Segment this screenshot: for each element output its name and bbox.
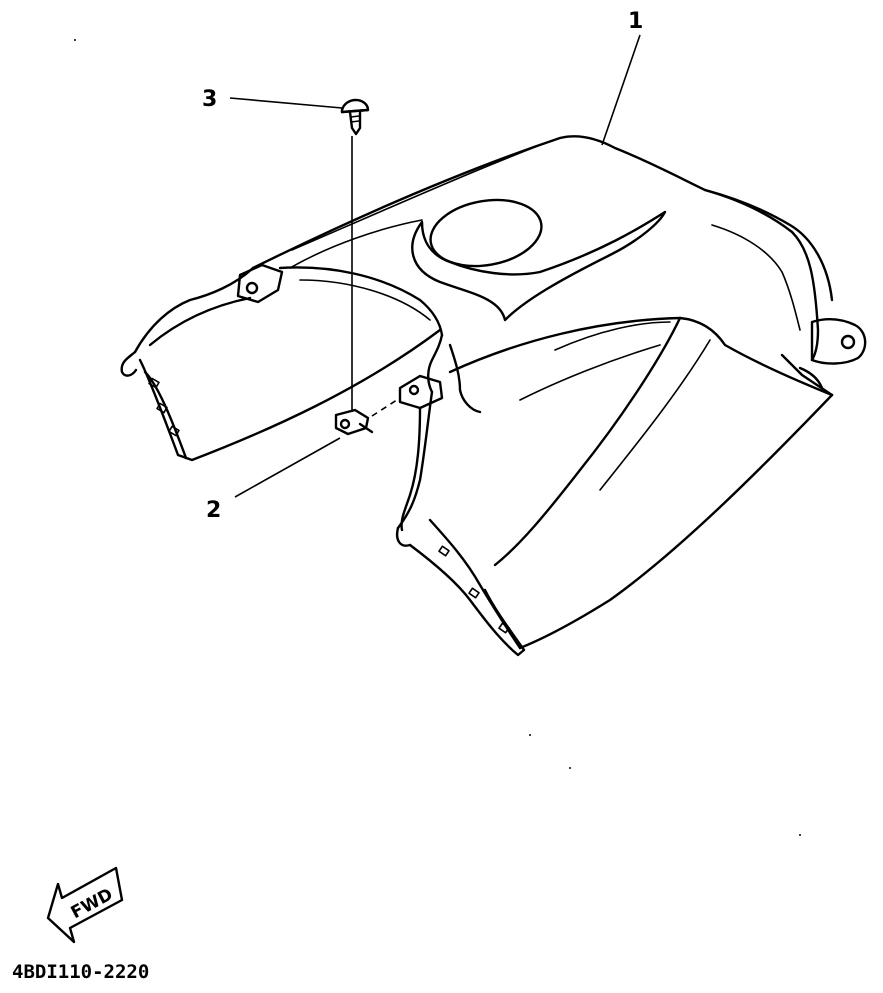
scan-specks <box>74 39 801 836</box>
screw-part <box>340 98 370 136</box>
callout-3: 3 <box>202 87 217 112</box>
callout-1: 1 <box>628 9 643 34</box>
fwd-arrow-icon: FWD <box>46 866 124 944</box>
clip-part <box>334 408 374 436</box>
leader-lines <box>229 34 641 498</box>
callout-2: 2 <box>206 498 221 523</box>
cover-part <box>120 135 867 657</box>
drawing-code: 4BDI110-2220 <box>12 961 149 983</box>
